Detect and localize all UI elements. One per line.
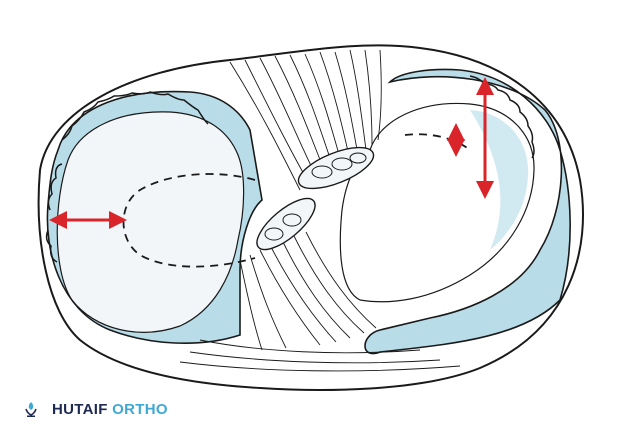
hutaif-ortho-logo-icon [25, 402, 37, 417]
brand-watermark: HUTAIF ORTHO [22, 398, 168, 420]
medial-cartilage-shadow [470, 110, 529, 250]
medial-dashed-contour [404, 133, 471, 151]
brand-name-part2: ORTHO [112, 400, 168, 418]
brand-name-part1: HUTAIF [52, 400, 108, 418]
brand-name: HUTAIF ORTHO [52, 401, 168, 418]
lateral-articular-surface [56, 111, 245, 333]
ligament-bundle-upper [297, 146, 375, 190]
lateral-meniscus-rim [61, 91, 209, 141]
lateral-meniscus-rim-left [45, 163, 63, 263]
ligament-bundle-lower [256, 197, 316, 251]
